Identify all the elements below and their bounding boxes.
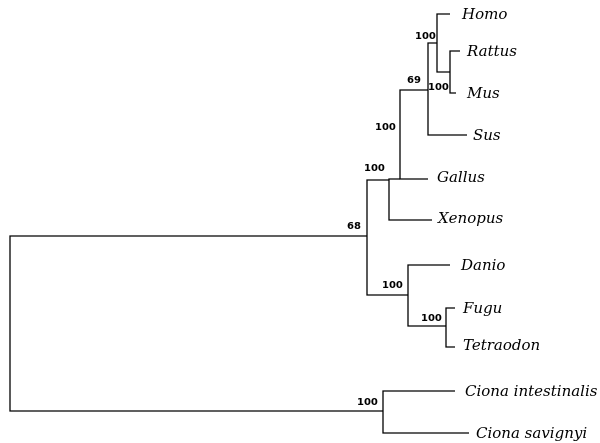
support-tetrapods: 100	[364, 163, 385, 174]
taxon-gallus: Gallus	[437, 168, 485, 186]
taxon-homo: Homo	[461, 5, 507, 23]
support-amniotes: 100	[375, 122, 396, 133]
taxon-fugu: Fugu	[462, 299, 502, 317]
taxon-ciona-savignyi: Ciona savignyi	[476, 424, 587, 442]
support-values: 100 100 69 100 100 68 100 100 100	[347, 31, 449, 408]
support-mammals: 69	[407, 75, 421, 86]
branch-amniotes	[399, 89, 428, 180]
taxon-danio: Danio	[460, 256, 505, 274]
support-vertebrates: 68	[347, 221, 361, 232]
branch-rattus-mus	[449, 50, 460, 94]
taxon-xenopus: Xenopus	[437, 209, 504, 227]
branch-mammals	[427, 42, 467, 136]
taxon-mus: Mus	[466, 84, 500, 102]
support-fish: 100	[382, 280, 403, 291]
branch-tetrapods	[388, 178, 432, 221]
support-homo-rodents: 100	[415, 31, 436, 42]
branch-homo-rodents	[436, 13, 450, 73]
support-fugu-tetraodon: 100	[421, 313, 442, 324]
branch-fish	[407, 264, 450, 327]
branch-ciona	[382, 390, 469, 434]
branch-root	[9, 235, 383, 412]
taxon-sus: Sus	[473, 126, 501, 144]
tree-branches	[9, 13, 469, 434]
taxon-ciona-intestinalis: Ciona intestinalis	[465, 382, 598, 400]
support-ciona: 100	[357, 397, 378, 408]
support-rattus-mus: 100	[428, 82, 449, 93]
taxon-tetraodon: Tetraodon	[463, 336, 540, 354]
taxon-labels: Homo Rattus Mus Sus Gallus Xenopus Danio…	[437, 5, 598, 442]
taxon-rattus: Rattus	[466, 42, 517, 60]
branch-fugu-tetraodon	[445, 307, 455, 348]
branch-vertebrates	[366, 179, 408, 296]
